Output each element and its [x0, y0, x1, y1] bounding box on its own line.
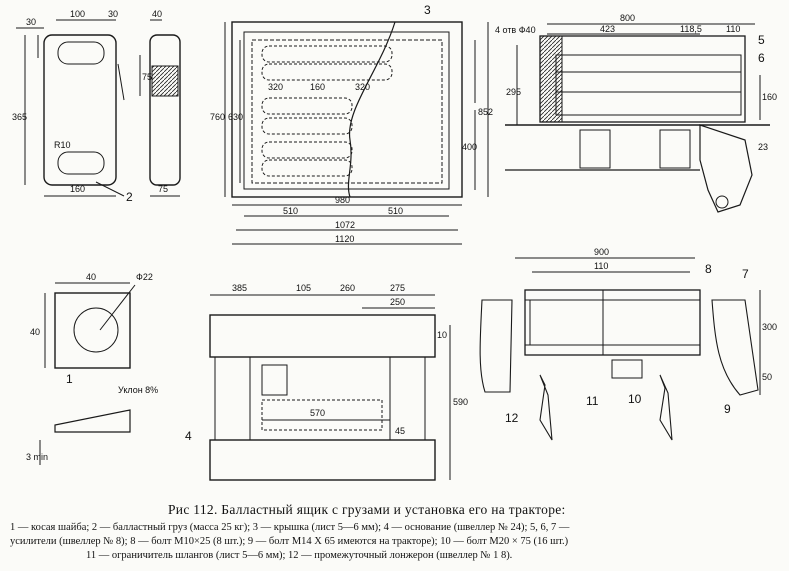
washer-view	[39, 282, 136, 465]
dim-b3: 320	[268, 82, 283, 92]
technical-drawing: 30 100 30 40 75 R10 365 160 75 760 630 3…	[12, 3, 777, 481]
callout-11: 11	[586, 394, 599, 408]
dim-e3: 260	[340, 283, 355, 293]
legend-line-1: 1 — косая шайба; 2 — балластный груз (ма…	[10, 522, 570, 533]
ballast-weight-side-view	[139, 19, 181, 197]
dim-e5: 250	[390, 297, 405, 307]
ballast-box-plan-view	[224, 21, 489, 245]
part-callouts: 1 2 3 4 5 6 7 8 9 10 11 12	[66, 3, 765, 443]
dimension-labels: 30 100 30 40 75 R10 365 160 75 760 630 3…	[12, 9, 777, 462]
dim-c5: 4 отв Ф40	[495, 25, 536, 35]
dim-a2: 100	[70, 9, 85, 19]
dim-d2: Ф22	[136, 272, 153, 282]
legend-line-2: усилители (швеллер № 8); 8 — болт М10×25…	[10, 536, 569, 547]
dim-e8: 45	[395, 426, 405, 436]
callout-7: 7	[742, 267, 749, 281]
callout-10: 10	[628, 392, 642, 406]
dim-f3: 300	[762, 322, 777, 332]
ballast-weight-front-view	[16, 19, 125, 197]
callout-6: 6	[758, 51, 765, 65]
dim-c3: 118,5	[680, 24, 702, 34]
dim-b2: 630	[228, 112, 243, 122]
dim-e2: 105	[296, 283, 311, 293]
dim-b12: 1120	[335, 234, 354, 244]
installation-side-view-bottom	[479, 257, 761, 441]
dim-d4: Уклон 8%	[118, 385, 158, 395]
base-front-view	[209, 294, 451, 481]
callout-4: 4	[185, 429, 192, 443]
dim-c7: 160	[762, 92, 777, 102]
callout-3: 3	[424, 3, 431, 17]
dim-d3: 40	[30, 327, 40, 337]
dim-a8: 160	[70, 184, 85, 194]
figure-title: Рис 112. Балластный ящик с грузами и уст…	[168, 502, 566, 517]
dim-b8: 980	[335, 195, 350, 205]
dim-f2: 110	[594, 261, 608, 271]
dim-f4: 50	[762, 372, 772, 382]
dim-c6: 295	[506, 87, 521, 97]
dim-b4: 160	[310, 82, 325, 92]
dim-c1: 800	[620, 13, 635, 23]
dim-d5: 3 min	[26, 452, 48, 462]
dim-c4: 110	[726, 24, 740, 34]
callout-2: 2	[126, 190, 133, 204]
dim-e6: 10	[437, 330, 447, 340]
dim-b7: 852	[478, 107, 493, 117]
dim-e9: 590	[453, 397, 468, 407]
dim-a1: 30	[26, 17, 36, 27]
dim-b1: 760	[210, 112, 225, 122]
dim-b6: 400	[462, 142, 477, 152]
callout-8: 8	[705, 262, 712, 276]
dim-a7: 365	[12, 112, 27, 122]
callout-1: 1	[66, 372, 73, 386]
dim-e7: 570	[310, 408, 325, 418]
dim-b9: 510	[283, 206, 298, 216]
callout-5: 5	[758, 33, 765, 47]
dim-b11: 1072	[335, 220, 355, 230]
dim-e4: 275	[390, 283, 405, 293]
legend-line-3: 11 — ограничитель шлангов (лист 5—6 мм);…	[86, 550, 513, 561]
dim-a9: 75	[158, 184, 168, 194]
dim-a6: R10	[54, 140, 71, 150]
dim-f1: 900	[594, 247, 609, 257]
installation-side-view-top	[505, 23, 770, 213]
callout-9: 9	[724, 402, 731, 416]
callout-12: 12	[505, 411, 519, 425]
dim-a4: 40	[152, 9, 162, 19]
dim-a5: 75	[142, 72, 152, 82]
dim-c8: 23	[758, 142, 768, 152]
dim-c2: 423	[600, 24, 615, 34]
dim-d1: 40	[86, 272, 96, 282]
dim-a3: 30	[108, 9, 118, 19]
dim-e1: 385	[232, 283, 247, 293]
dim-b10: 510	[388, 206, 403, 216]
dim-b5: 320	[355, 82, 370, 92]
